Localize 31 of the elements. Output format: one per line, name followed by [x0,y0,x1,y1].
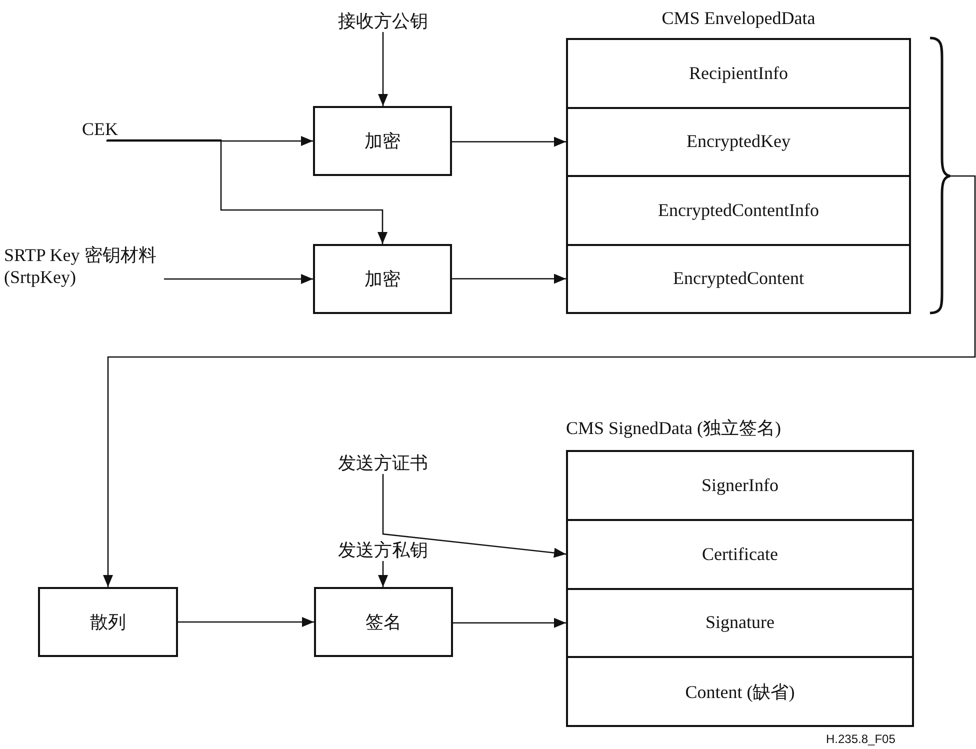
arrow [453,618,566,628]
table-title: CMS SignedData (独立签名) [566,417,782,440]
arrow [452,274,566,284]
table-row: Signature [566,588,914,658]
process-box: 加密 [313,244,452,314]
process-box: 散列 [38,587,178,657]
input-label: 发送方私钥 [330,539,436,561]
arrow [107,139,388,244]
arrow [164,274,313,284]
figure-id: H.235.8_F05 [826,731,896,747]
table-row: EncryptedContent [566,244,911,314]
arrow [452,136,566,147]
table-row: Certificate [566,518,914,590]
process-box: 加密 [313,106,452,176]
table-row: SignerInfo [566,450,914,521]
arrow [378,561,388,587]
process-box: 签名 [314,587,453,657]
input-label: 接收方公钥 [333,10,433,32]
arrow [178,617,314,627]
table-row: Content (缺省) [566,656,914,727]
arrow [106,136,313,146]
table-row: EncryptedKey [566,106,911,177]
table-title: CMS EnvelopedData [660,7,816,30]
arrow [382,474,566,558]
input-label: 发送方证书 [330,452,436,474]
arrow [103,175,976,587]
table-row: EncryptedContentInfo [566,175,911,246]
input-label: CEK [82,118,118,140]
input-label: SRTP Key 密钥材料 (SrtpKey) [4,244,164,288]
table-row: RecipientInfo [566,38,911,108]
arrow [378,32,388,106]
